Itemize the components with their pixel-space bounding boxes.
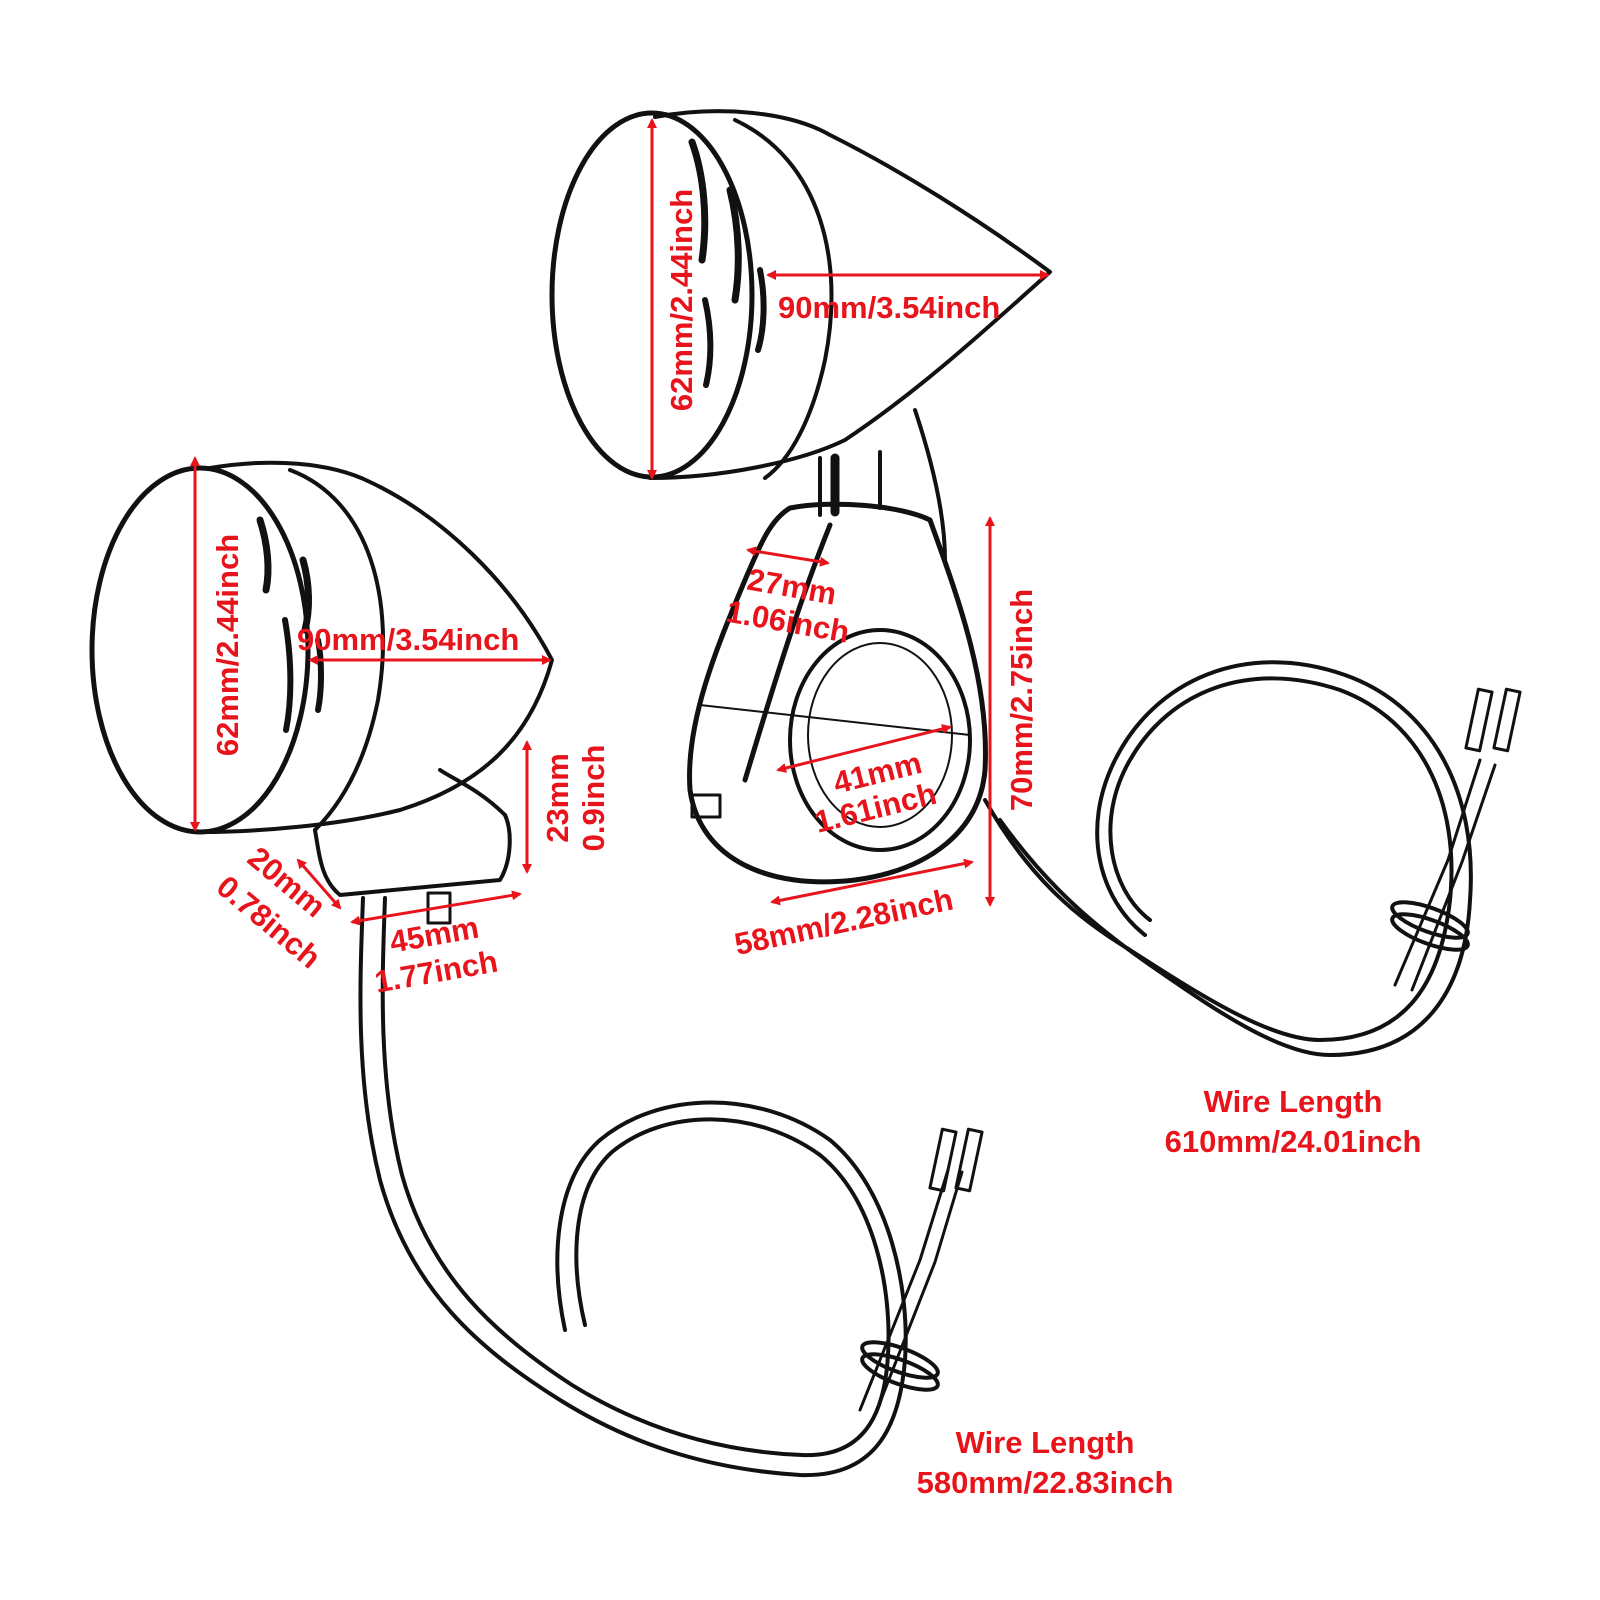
right-length-label: 90mm/3.54inch bbox=[778, 290, 1000, 325]
right-height-label: 62mm/2.44inch bbox=[664, 189, 699, 411]
left-light-housing bbox=[89, 460, 554, 925]
left-base-dim-line bbox=[350, 890, 522, 926]
right-wire-loop bbox=[983, 660, 1522, 1057]
right-clamp-base-dim-line bbox=[770, 858, 974, 906]
right-bore-dim-line bbox=[776, 724, 952, 773]
right-clamp-base-label: 58mm/2.28inch bbox=[731, 882, 956, 962]
left-wire-value: 580mm/22.83inch bbox=[917, 1465, 1174, 1500]
left-wire-loop bbox=[358, 896, 984, 1478]
left-height-label: 62mm/2.44inch bbox=[210, 534, 245, 756]
left-stem-dim-line bbox=[296, 858, 342, 910]
right-wire-value: 610mm/24.01inch bbox=[1165, 1124, 1422, 1159]
right-wire-title: Wire Length bbox=[1204, 1084, 1383, 1119]
left-wire-title: Wire Length bbox=[956, 1425, 1135, 1460]
left-length-label: 90mm/3.54inch bbox=[297, 622, 519, 657]
right-clamp-width-dim-line bbox=[746, 546, 830, 567]
dimension-lines bbox=[190, 118, 1050, 926]
left-mount-height-label-in: 0.9inch bbox=[576, 745, 611, 852]
right-clamp-height-label: 70mm/2.75inch bbox=[1004, 589, 1039, 811]
left-mount-height-label-mm: 23mm bbox=[540, 753, 575, 843]
dimension-labels: 62mm/2.44inch 90mm/3.54inch 27mm 1.06inc… bbox=[210, 189, 1421, 1500]
